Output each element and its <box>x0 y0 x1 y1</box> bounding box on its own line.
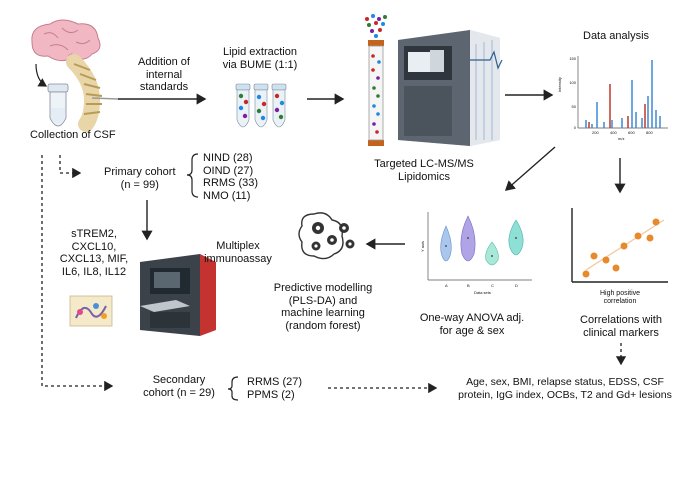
dashed-collection-to-secondary <box>41 155 114 392</box>
correlation-plot <box>571 208 668 283</box>
brain-icon <box>31 19 101 74</box>
clinical-line-2: protein, IgG index, OCBs, T2 and Gd+ les… <box>458 388 672 401</box>
curved-arrow-icon <box>35 63 48 87</box>
spine-icon <box>66 54 119 132</box>
dashed-collection-to-primary <box>59 155 82 179</box>
spectrum-ytick-50: 50 <box>571 104 576 109</box>
spectrum-xtick-600: 600 <box>628 130 635 135</box>
lcms-line-1: Targeted LC-MS/MS <box>374 158 474 170</box>
correlations-line-2: clinical markers <box>583 326 659 339</box>
violin-xtick-c: C <box>491 283 494 288</box>
extraction-line-1: Lipid extraction <box>223 46 297 58</box>
spectrum-xtick-800: 800 <box>646 130 653 135</box>
violin-xtick-d: D <box>515 283 518 288</box>
lcms-line-2: Lipidomics <box>398 170 450 183</box>
multiplex-line-1: Multiplex <box>216 240 260 252</box>
modelling-label: Predictive modelling (PLS-DA) and machin… <box>268 282 378 332</box>
cytokine-line-4: IL6, IL8, IL12 <box>61 265 127 278</box>
protein-complex-icon <box>69 295 113 327</box>
primary-brace <box>186 153 199 198</box>
arrow-data-to-violin <box>504 146 556 191</box>
group-secondary-ppms: PPMS (2) <box>247 388 295 401</box>
correlations-label: Correlations with clinical markers <box>566 314 676 339</box>
extraction-label: Lipid extraction via BUME (1:1) <box>212 46 308 71</box>
addition-label: Addition of internal standards <box>122 56 206 94</box>
primary-cohort-n: (n = 99) <box>120 178 159 191</box>
group-rrms: RRMS (33) <box>203 177 259 189</box>
violin-xlabel: Data sets <box>474 290 491 295</box>
anova-line-2: for age & sex <box>439 324 505 337</box>
scatter-caption-line-2: correlation <box>603 298 637 305</box>
lc-column-icon <box>368 40 384 146</box>
anova-label: One-way ANOVA adj. for age & sex <box>412 312 532 337</box>
addition-line-3: standards <box>139 81 189 93</box>
modelling-line-1: Predictive modelling <box>273 282 373 294</box>
secondary-brace <box>227 376 239 401</box>
modelling-line-4: (random forest) <box>285 319 361 332</box>
primary-groups: NIND (28) OIND (27) RRMS (33) NMO (11) <box>203 152 258 202</box>
addition-line-2: internal <box>145 68 183 81</box>
cytokine-line-1: sTREM2, <box>71 228 117 240</box>
group-secondary-rrms: RRMS (27) <box>247 376 303 388</box>
clinical-line-1: Age, sex, BMI, relapse status, EDSS, CSF <box>466 376 664 388</box>
spectrum-xtick-200: 200 <box>592 130 599 135</box>
extraction-tubes-icon <box>235 83 287 128</box>
secondary-cohort-n: cohort (n = 29) <box>143 386 215 399</box>
secondary-cohort-label: Secondary cohort (n = 29) <box>130 374 228 399</box>
spectrum-plot <box>577 56 668 129</box>
spectrum-ytick-150: 150 <box>569 56 576 61</box>
violin-xtick-a: A <box>445 283 448 288</box>
primary-cohort-label: Primary cohort (n = 99) <box>104 166 176 191</box>
spectrum-xtick-400: 400 <box>610 130 617 135</box>
correlations-line-1: Correlations with <box>580 314 662 326</box>
group-nind: NIND (28) <box>203 152 253 164</box>
primary-cohort-title: Primary cohort <box>104 166 176 178</box>
collection-label: Collection of CSF <box>30 129 116 141</box>
multiplex-line-2: immunoassay <box>204 252 272 265</box>
modelling-line-2: (PLS-DA) and <box>288 294 358 307</box>
extraction-line-2: via BUME (1:1) <box>222 58 298 71</box>
violin-plot <box>427 212 532 281</box>
clinical-markers-label: Age, sex, BMI, relapse status, EDSS, CSF… <box>440 376 690 401</box>
scatter-caption-line-1: High positive <box>599 290 641 297</box>
machine-learning-gears-icon <box>298 212 355 260</box>
data-analysis-label: Data analysis <box>583 30 650 42</box>
scatter-caption: High positive correlation <box>580 290 660 306</box>
lipid-dots-icon <box>365 14 387 38</box>
modelling-line-3: machine learning <box>281 307 365 319</box>
spectrum-xlabel: m/z <box>618 136 625 141</box>
group-nmo: NMO (11) <box>203 189 251 202</box>
addition-line-1: Addition of <box>138 56 190 68</box>
multiplex-label: Multiplex immunoassay <box>196 240 280 265</box>
secondary-groups: RRMS (27) PPMS (2) <box>247 376 302 401</box>
mass-spectrometer-icon <box>398 30 503 146</box>
spectrum-ytick-100: 100 <box>569 80 576 85</box>
spectrum-ytick-0: 0 <box>573 125 576 130</box>
cytokine-line-3: CXCL13, MIF, <box>59 253 129 265</box>
anova-line-1: One-way ANOVA adj. <box>419 312 525 324</box>
violin-ylabel: Y axis <box>420 241 425 252</box>
cytokine-list: sTREM2, CXCL10, CXCL13, MIF, IL6, IL8, I… <box>52 228 136 278</box>
violin-xtick-b: B <box>467 283 470 288</box>
cytokine-line-2: CXCL10, <box>71 240 117 253</box>
group-oind: OIND (27) <box>203 164 254 177</box>
multiplex-reader-icon <box>140 254 216 336</box>
secondary-cohort-title: Secondary <box>152 374 206 386</box>
lcms-label: Targeted LC-MS/MS Lipidomics <box>364 158 484 183</box>
csf-tube-icon <box>47 83 69 127</box>
